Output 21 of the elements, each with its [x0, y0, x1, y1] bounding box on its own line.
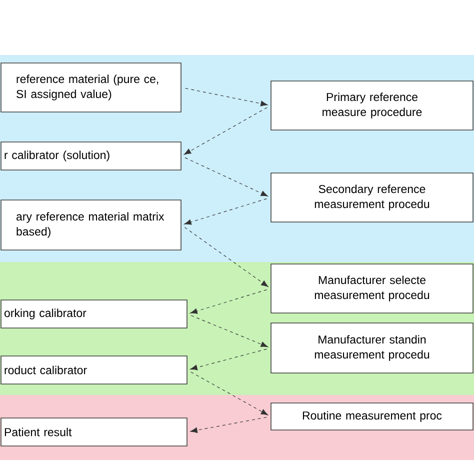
box: Secondary reference measurement procedu — [270, 172, 474, 222]
box: roduct calibrator — [0, 356, 188, 384]
arrow — [190, 289, 268, 314]
box: ary reference material matrix based) — [0, 200, 182, 250]
arrow — [190, 348, 268, 370]
box: Manufacturer selecte measurement procedu — [270, 264, 474, 314]
arrow — [184, 227, 268, 287]
box: Primary reference measure procedure — [270, 80, 474, 130]
arrow — [190, 315, 268, 348]
box: orking calibrator — [0, 300, 188, 328]
arrow — [185, 88, 268, 106]
box: Routine measurement proc — [270, 402, 474, 430]
arrow — [190, 416, 267, 433]
box: Patient result — [0, 418, 188, 446]
arrow — [184, 107, 268, 155]
arrow — [184, 157, 268, 196]
box: r calibrator (solution) — [0, 142, 182, 170]
box: Manufacturer standin measurement procedu — [270, 322, 474, 374]
arrow — [190, 372, 268, 416]
box: reference material (pure ce, SI assigned value) — [0, 62, 182, 112]
arrow — [184, 198, 268, 225]
